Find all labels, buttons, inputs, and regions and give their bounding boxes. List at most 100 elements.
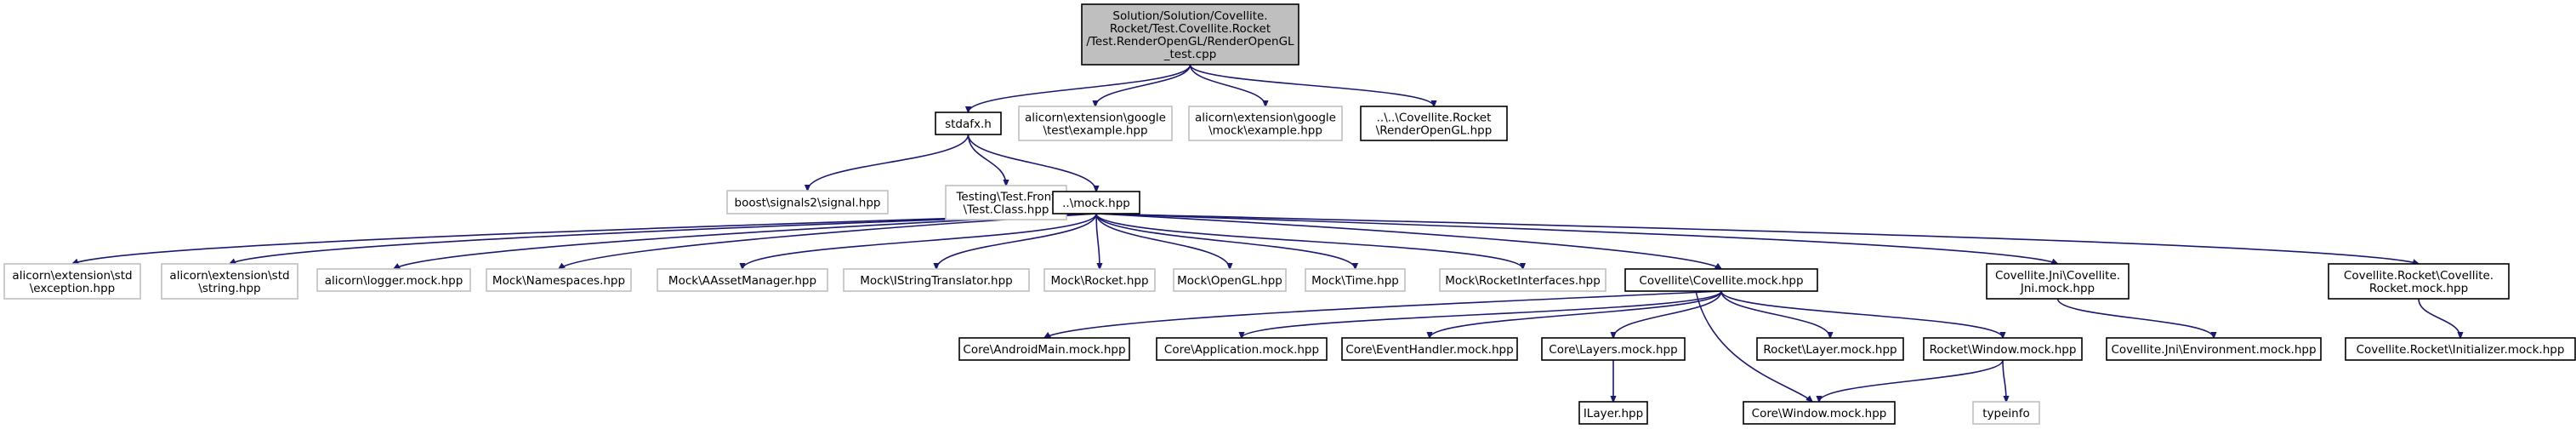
node-label-line: ..\mock.hpp: [1062, 197, 1130, 210]
node-mrocket: Mock\Rocket.hpp: [1043, 268, 1156, 292]
node-label-line: Covellite\Covellite.mock.hpp: [1639, 274, 1803, 288]
node-mtime: Mock\Time.hpp: [1305, 268, 1406, 292]
edge-mock-to-mtime: [1095, 213, 1356, 269]
edge-arrow: [742, 213, 1097, 269]
edge-arrow: [1189, 64, 1435, 106]
node-label-line: alicorn\extension\std: [169, 269, 289, 283]
edge-arrow: [1044, 290, 1722, 338]
node-label-line: Mock\AAssetManager.hpp: [668, 274, 816, 288]
node-layers[interactable]: Core\Layers.mock.hpp: [1541, 337, 1686, 361]
node-renderogl[interactable]: ..\..\Covellite.Rocket\RenderOpenGL.hpp: [1360, 106, 1508, 141]
node-label-line: typeinfo: [1982, 407, 2029, 420]
node-application[interactable]: Core\Application.mock.hpp: [1156, 337, 1328, 361]
node-label-line: _test.cpp: [1163, 48, 1217, 61]
node-ilayer[interactable]: ILayer.hpp: [1578, 401, 1648, 425]
node-istring: Mock\IStringTranslator.hpp: [843, 268, 1030, 292]
edge-arrow: [2418, 298, 2460, 338]
edge-arrow: [1095, 213, 1356, 269]
edge-arrow: [967, 134, 1097, 192]
node-namespaces: Mock\Namespaces.hpp: [486, 268, 632, 292]
node-stdafx[interactable]: stdafx.h: [935, 112, 1002, 135]
edge-arrow: [1695, 290, 1812, 402]
edge-mock-to-istring: [936, 213, 1097, 269]
node-mrocketif: Mock\RocketInterfaces.hpp: [1439, 268, 1606, 292]
node-mock[interactable]: ..\mock.hpp: [1052, 191, 1140, 214]
node-box: [1756, 337, 1904, 361]
node-rlayer[interactable]: Rocket\Layer.mock.hpp: [1756, 337, 1904, 361]
node-initializer[interactable]: Covellite.Rocket\Initializer.mock.hpp: [2345, 337, 2576, 361]
node-box: [935, 112, 1002, 135]
edge-arrow: [1430, 290, 1722, 338]
edge-mock-to-jnimock: [1095, 213, 2058, 264]
node-label-line: Core\Layers.mock.hpp: [1549, 343, 1677, 357]
node-aasset: Mock\AAssetManager.hpp: [657, 268, 828, 292]
edge-covmock-to-rlayer: [1720, 290, 1830, 338]
node-covmock[interactable]: Covellite\Covellite.mock.hpp: [1624, 268, 1818, 292]
edge-root-to-stdafx: [969, 64, 1191, 112]
node-label-line: Covellite.Jni\Covellite.: [1995, 269, 2120, 283]
edge-root-to-gmock: [1189, 64, 1266, 106]
node-label-line: \string.hpp: [198, 282, 260, 295]
node-jnimock[interactable]: Covellite.Jni\Covellite.Jni.mock.hpp: [1986, 263, 2130, 300]
node-box: [1439, 268, 1606, 292]
node-rocketmock[interactable]: Covellite.Rocket\Covellite.Rocket.mock.h…: [2328, 263, 2510, 300]
node-cwindow[interactable]: Core\Window.mock.hpp: [1743, 401, 1896, 425]
node-label-line: Testing\Test.Front: [955, 191, 1055, 204]
edge-rwindow-to-typeinfo: [2002, 359, 2006, 402]
node-signal: boost\signals2\signal.hpp: [726, 190, 889, 214]
node-label-line: \mock\example.hpp: [1208, 124, 1322, 138]
edge-stdafx-to-mock: [967, 134, 1097, 192]
node-rwindow[interactable]: Rocket\Window.mock.hpp: [1923, 337, 2083, 361]
node-label-line: Mock\Namespaces.hpp: [492, 274, 625, 288]
node-label-line: alicorn\logger.mock.hpp: [325, 274, 463, 288]
node-androidmain[interactable]: Core\AndroidMain.mock.hpp: [958, 337, 1130, 361]
edge-root-to-renderogl: [1189, 64, 1435, 106]
node-logger: alicorn\logger.mock.hpp: [316, 268, 471, 292]
nodes-layer: Solution/Solution/Covellite.Rocket/Test.…: [3, 3, 2576, 425]
node-box: [1986, 263, 2130, 300]
node-testclass: Testing\Test.Front\Test.Class.hpp: [945, 185, 1067, 220]
node-box: [1541, 337, 1686, 361]
edge-covmock-to-layers: [1613, 290, 1722, 338]
edge-mock-to-rocketmock: [1095, 213, 2419, 264]
edge-arrow: [1189, 64, 1266, 106]
node-jnienv[interactable]: Covellite.Jni\Environment.mock.hpp: [2106, 337, 2322, 361]
node-box: [843, 268, 1030, 292]
node-label-line: Covellite.Jni\Environment.mock.hpp: [2111, 343, 2316, 357]
edge-mock-to-exception: [72, 213, 1097, 265]
node-box: [316, 268, 471, 292]
node-label-line: Mock\OpenGL.hpp: [1177, 274, 1282, 288]
edge-arrow: [936, 213, 1097, 269]
node-box: [1578, 401, 1648, 425]
edge-arrow: [1819, 359, 2004, 402]
node-box: [486, 268, 632, 292]
node-eventhandler[interactable]: Core\EventHandler.mock.hpp: [1341, 337, 1518, 361]
node-box: [958, 337, 1130, 361]
node-label-line: Mock\IStringTranslator.hpp: [860, 274, 1013, 288]
edge-covmock-to-rwindow: [1720, 290, 2003, 338]
edge-stdafx-to-testclass: [967, 134, 1007, 186]
edge-mock-to-logger: [394, 213, 1097, 269]
node-box: [2345, 337, 2576, 361]
node-box: [1188, 106, 1343, 141]
edge-arrow: [2002, 359, 2006, 402]
node-label-line: boost\signals2\signal.hpp: [735, 197, 881, 210]
node-label-line: Core\Window.mock.hpp: [1752, 407, 1887, 420]
node-label-line: ILayer.hpp: [1584, 407, 1643, 420]
node-box: [3, 263, 141, 300]
node-box: [1972, 401, 2040, 425]
edge-arrow: [969, 64, 1191, 112]
edge-arrow: [394, 213, 1097, 269]
node-root[interactable]: Solution/Solution/Covellite.Rocket/Test.…: [1081, 3, 1299, 66]
edge-arrow: [1095, 213, 1523, 269]
node-label-line: Jni.mock.hpp: [2020, 282, 2095, 295]
node-label-line: Rocket\Layer.mock.hpp: [1763, 343, 1896, 357]
node-gtest: alicorn\extension\google\test\example.hp…: [1018, 106, 1173, 141]
node-label-line: \Test.Class.hpp: [964, 203, 1049, 217]
edge-rocketmock-to-initializer: [2418, 298, 2460, 338]
edge-arrow: [1720, 290, 1830, 338]
node-box: [1360, 106, 1508, 141]
edge-covmock-to-eventhandler: [1430, 290, 1722, 338]
node-box: [726, 190, 889, 214]
